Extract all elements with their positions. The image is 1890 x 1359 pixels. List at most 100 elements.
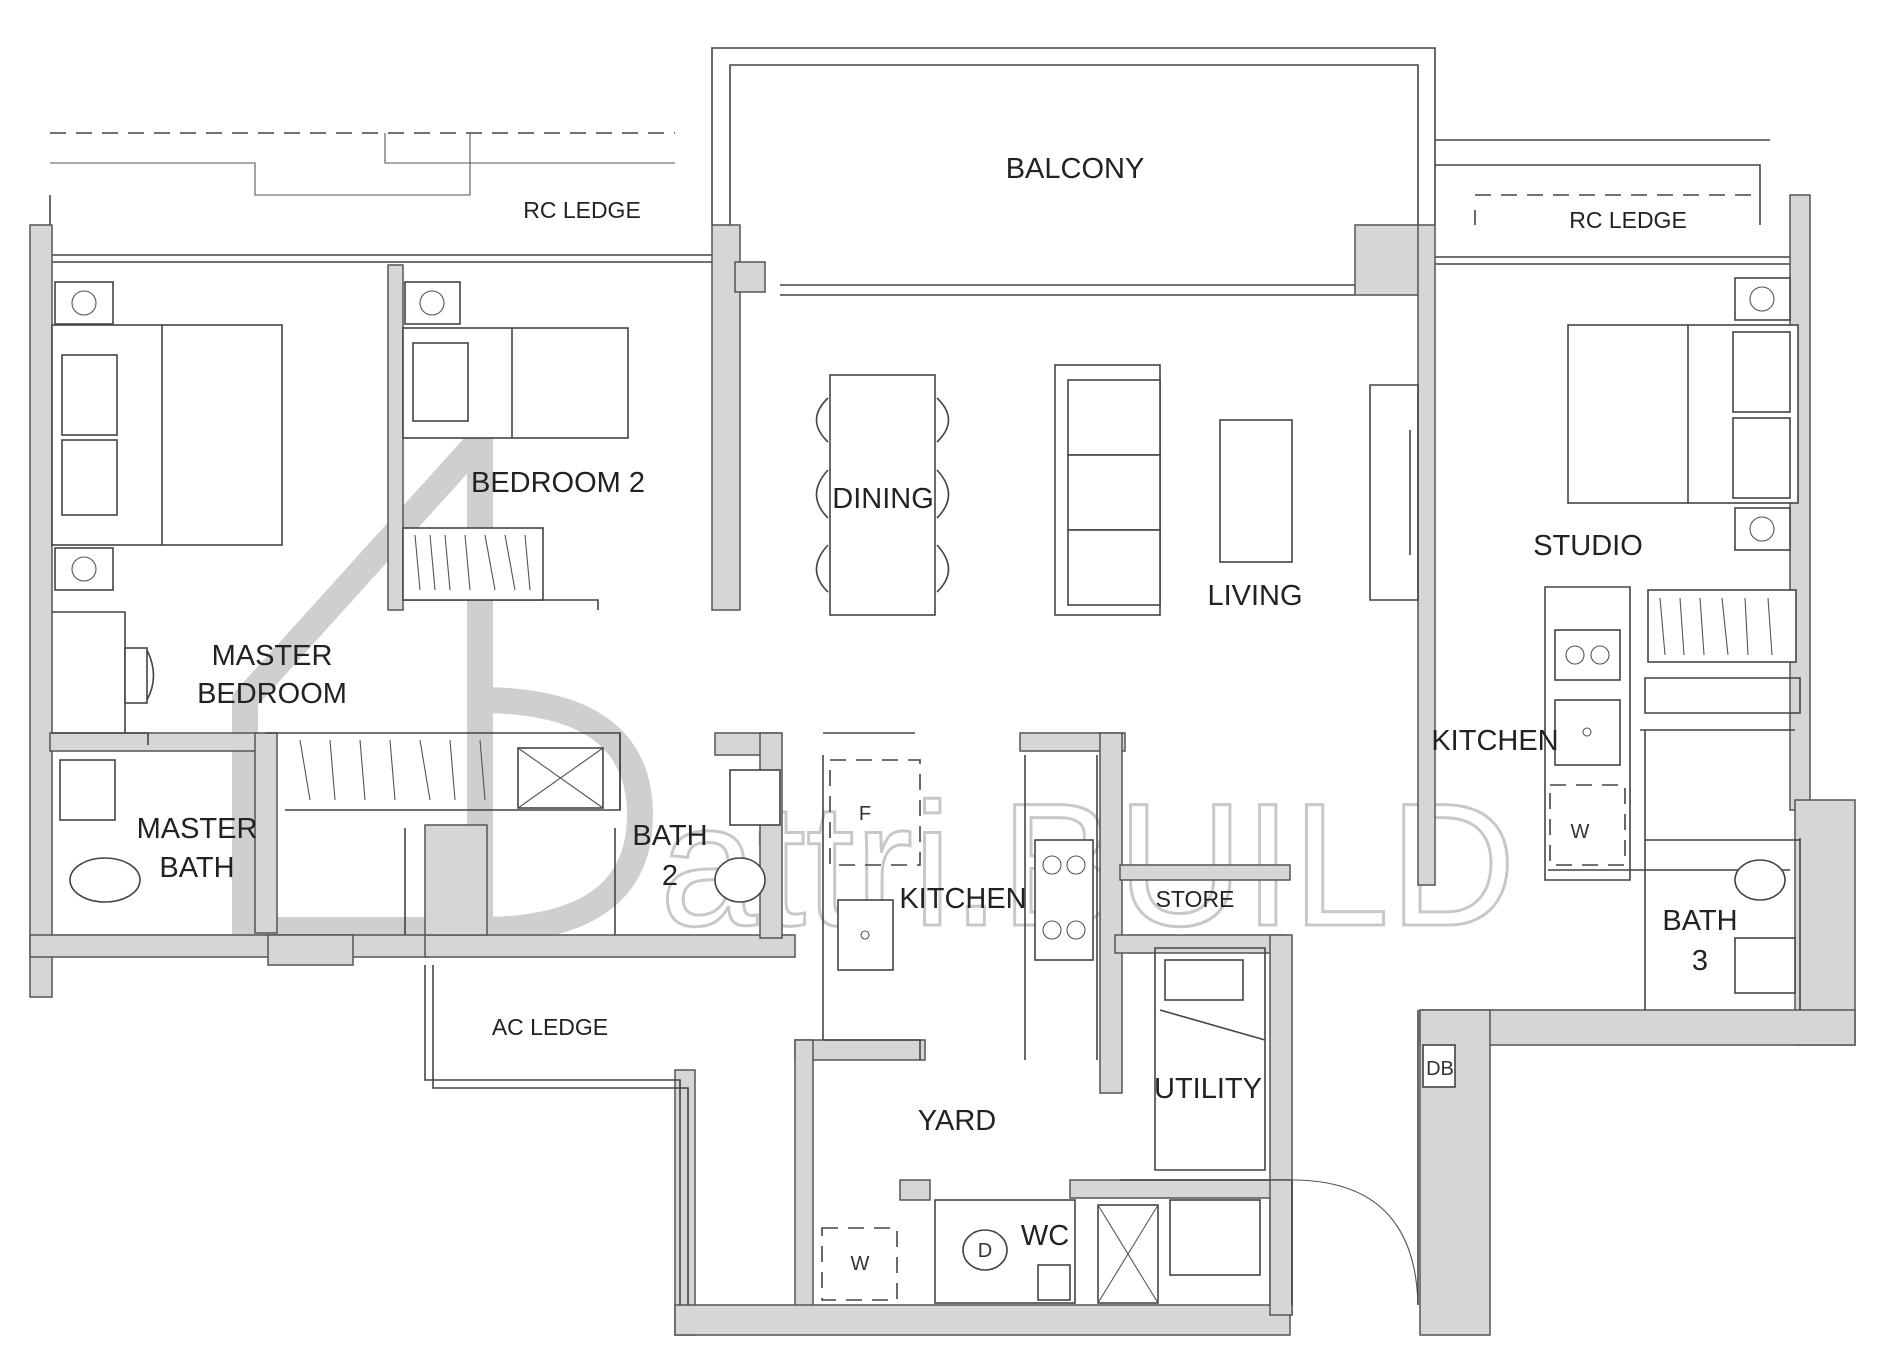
label-bath-3-1: BATH <box>1662 905 1737 937</box>
hob-burner-icon <box>1042 920 1062 940</box>
hob-burner-icon <box>1042 855 1062 875</box>
dining-chairs-right <box>936 397 950 593</box>
bath3-toilet <box>1734 859 1786 901</box>
wall-store-bottom <box>1114 934 1286 954</box>
label-living: LIVING <box>1207 580 1302 612</box>
bedroom2-wardrobe-base <box>403 599 599 610</box>
sofa-cushion-3 <box>1067 529 1161 606</box>
bedroom2-lamp <box>404 281 461 325</box>
wall-bath2-right <box>759 732 783 939</box>
lamp-icon <box>419 290 445 316</box>
utility-bed-fold <box>1159 1009 1266 1041</box>
ac-ledge-outline-2 <box>432 965 689 1305</box>
bath3-basin <box>1734 937 1796 994</box>
bath2-basin <box>729 769 781 826</box>
wall-shower-top <box>1069 1179 1291 1199</box>
master-bath-toilet <box>69 857 141 903</box>
master-lamp-bottom <box>54 547 114 591</box>
rc-ledge-right-inner <box>1435 164 1761 225</box>
label-master-bedroom-1: MASTER <box>212 640 333 672</box>
label-bath-2-1: BATH <box>632 820 707 852</box>
kitchen-sink <box>837 899 894 971</box>
master-bath-basin <box>59 759 116 821</box>
studio-sink <box>1554 699 1621 766</box>
lamp-icon <box>71 290 97 316</box>
hob-burner-icon <box>1066 855 1086 875</box>
studio-lamp-top <box>1734 277 1791 321</box>
label-db: DB <box>1426 1058 1454 1080</box>
wall-store-top <box>1119 864 1291 881</box>
wall-entry-left <box>1269 1179 1293 1316</box>
ledges-and-balcony <box>49 47 1790 296</box>
kitchen-bottom <box>823 1039 921 1060</box>
sofa-cushion-2 <box>1067 454 1161 531</box>
label-kitchen-main: KITCHEN <box>899 883 1026 915</box>
wall-bedroom2-left <box>387 264 404 611</box>
wall-column-balcony-right <box>1354 224 1421 296</box>
utility-outline <box>1154 947 1266 1171</box>
fixture-labels: F W W D <box>851 803 1590 1275</box>
label-utility: UTILITY <box>1154 1073 1262 1105</box>
balcony-outline-outer <box>711 47 1436 225</box>
room-labels: BALCONY RC LEDGE RC LEDGE BEDROOM 2 DINI… <box>137 153 1738 1252</box>
bedroom2-wardrobe <box>402 527 544 601</box>
studio-wardrobe-hangers <box>1659 597 1773 656</box>
watermark-logo-curve <box>479 687 654 943</box>
wall-yard-top <box>794 1039 926 1061</box>
bath3-outline <box>1644 730 1800 841</box>
studio-pillow-1 <box>1732 331 1791 413</box>
hob-burner-icon <box>1565 645 1585 665</box>
studio-kitchen-counter <box>1544 586 1631 881</box>
wall-kitchen-top <box>1019 732 1126 752</box>
fridge-box <box>829 759 921 866</box>
label-bedroom-2: BEDROOM 2 <box>471 467 645 499</box>
label-dining: DINING <box>832 483 934 515</box>
wall-left-outer <box>29 224 53 998</box>
wall-bottom-left <box>29 934 431 958</box>
master-desk-chair <box>124 647 148 704</box>
label-rc-ledge-right: RC LEDGE <box>1569 207 1687 233</box>
master-closet-line <box>52 732 149 745</box>
label-wc-toilet: D <box>978 1240 992 1262</box>
entry-door-arc <box>1291 1179 1419 1306</box>
service-basin <box>1169 1199 1261 1276</box>
rc-ledge-left-step <box>50 133 471 196</box>
kitchen-hob <box>1034 839 1094 961</box>
label-fridge: F <box>859 803 871 825</box>
watermark-logo-shape <box>232 406 493 943</box>
wall-right-lower <box>1794 799 1856 1046</box>
wall-column-bl <box>267 934 354 966</box>
master-pillow-2 <box>61 439 118 516</box>
lamp-icon <box>1749 286 1775 312</box>
interior-lines <box>52 384 1801 1306</box>
sink-drain-icon <box>860 930 870 940</box>
label-balcony: BALCONY <box>1006 153 1145 185</box>
utility-pillow <box>1164 959 1244 1001</box>
label-washer-studio: W <box>1571 821 1590 843</box>
studio-pillow-2 <box>1732 417 1791 499</box>
wc-basin <box>1037 1264 1071 1301</box>
dining-chairs-left <box>815 397 829 593</box>
ac-ledge-outline <box>424 965 681 1305</box>
db-box <box>1422 1044 1456 1088</box>
master-chair-back <box>146 649 155 701</box>
dining-table <box>829 374 936 616</box>
label-master-bath-2: BATH <box>159 852 234 884</box>
coffee-table <box>1219 419 1293 563</box>
master-desk <box>52 611 126 733</box>
hob-burner-icon <box>1590 645 1610 665</box>
label-wc: WC <box>1021 1220 1069 1252</box>
studio-ledge <box>1644 677 1801 714</box>
wall-yard-left <box>794 1039 814 1326</box>
studio-lamp-bottom <box>1734 507 1791 551</box>
master-wardrobe-hangers <box>299 739 486 801</box>
walls <box>29 194 1856 1336</box>
lamp-icon <box>71 556 97 582</box>
bedroom2-pillow <box>412 342 469 422</box>
column-box-left <box>734 261 766 293</box>
wall-kitchen-right <box>1099 732 1123 1094</box>
rc-ledge-left-step-2 <box>384 133 675 164</box>
wall-living-right <box>1417 224 1436 886</box>
wall-master-bath-top <box>49 732 261 752</box>
